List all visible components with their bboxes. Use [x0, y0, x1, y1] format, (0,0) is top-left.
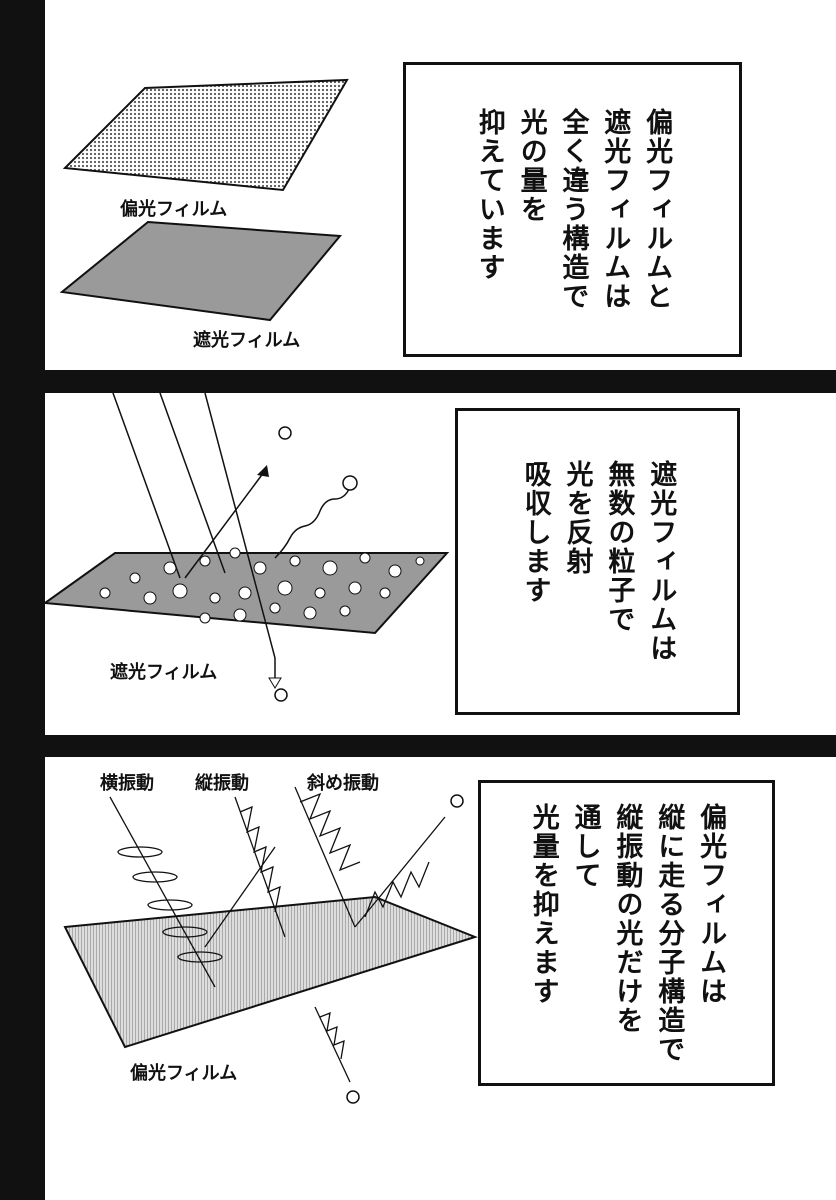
- caption-box: 遮光フィルムは 無数の粒子で 光を反射 吸収します: [455, 408, 740, 715]
- polarizing-film-sheet: [63, 895, 478, 1049]
- caption-text: 遮光フィルムは 無数の粒子で 光を反射 吸収します: [514, 460, 681, 663]
- light-blocking-film-sheet: [59, 220, 343, 322]
- caption-line: 無数の粒子で: [603, 460, 635, 634]
- particle-film-illustration: [45, 393, 450, 702]
- light-blocking-film-label: 遮光フィルム: [110, 662, 218, 683]
- caption-text: 偏光フィルムと 遮光フィルムは 全く違う構造で 光の量を 抑えています: [468, 108, 677, 311]
- light-rays: [112, 393, 351, 678]
- film-illustration: [59, 78, 349, 322]
- polarizing-film-label: 偏光フィルム: [120, 199, 228, 220]
- caption-line: 偏光フィルムは: [695, 802, 727, 1006]
- caption-line: 光の量を: [515, 108, 547, 224]
- polarizing-film-label: 偏光フィルム: [130, 1063, 238, 1084]
- caption-line: 抑えています: [473, 108, 505, 282]
- horizontal-vibration-label: 横振動: [100, 773, 154, 794]
- caption-line: 縦振動の光だけを: [611, 802, 643, 1035]
- caption-text: 偏光フィルムは 縦に走る分子構造で 縦振動の光だけを 通して 光量を抑えます: [522, 803, 731, 1064]
- arrowhead-icon: [257, 465, 269, 477]
- caption-line: 吸収します: [519, 460, 551, 605]
- photon-circles: [346, 794, 464, 1104]
- panel-polarizing-film: 横振動 縦振動 斜め振動 偏光フィルム 偏光フィルムは 縦に走る分子構造で 縦振…: [45, 757, 836, 1200]
- caption-line: 光量を抑えます: [527, 802, 559, 1006]
- caption-line: 縦に走る分子構造で: [653, 802, 685, 1064]
- caption-line: 光を反射: [561, 460, 593, 576]
- photon-circles: [274, 426, 358, 702]
- caption-line: 遮光フィルムは: [599, 108, 631, 311]
- caption-box: 偏光フィルムと 遮光フィルムは 全く違う構造で 光の量を 抑えています: [403, 62, 742, 357]
- panel-film-comparison: 偏光フィルム 遮光フィルム 偏光フィルムと 遮光フィルムは 全く違う構造で 光の…: [45, 0, 836, 370]
- polarization-illustration: [63, 786, 478, 1104]
- caption-line: 通して: [569, 802, 601, 890]
- light-blocking-film-label: 遮光フィルム: [193, 330, 301, 351]
- vertical-vibration-label: 縦振動: [195, 773, 249, 794]
- polarizing-film-sheet: [62, 78, 349, 192]
- light-waves: [109, 786, 446, 1083]
- diagonal-vibration-label: 斜め振動: [307, 773, 379, 794]
- caption-line: 遮光フィルムは: [645, 460, 677, 663]
- caption-line: 偏光フィルムと: [641, 108, 673, 311]
- panel-light-blocking-film: 遮光フィルム 遮光フィルムは 無数の粒子で 光を反射 吸収します: [45, 393, 836, 735]
- particles: [99, 547, 425, 624]
- arrowhead-icon: [268, 677, 282, 689]
- caption-line: 全く違う構造で: [557, 108, 589, 311]
- caption-box: 偏光フィルムは 縦に走る分子構造で 縦振動の光だけを 通して 光量を抑えます: [478, 780, 775, 1086]
